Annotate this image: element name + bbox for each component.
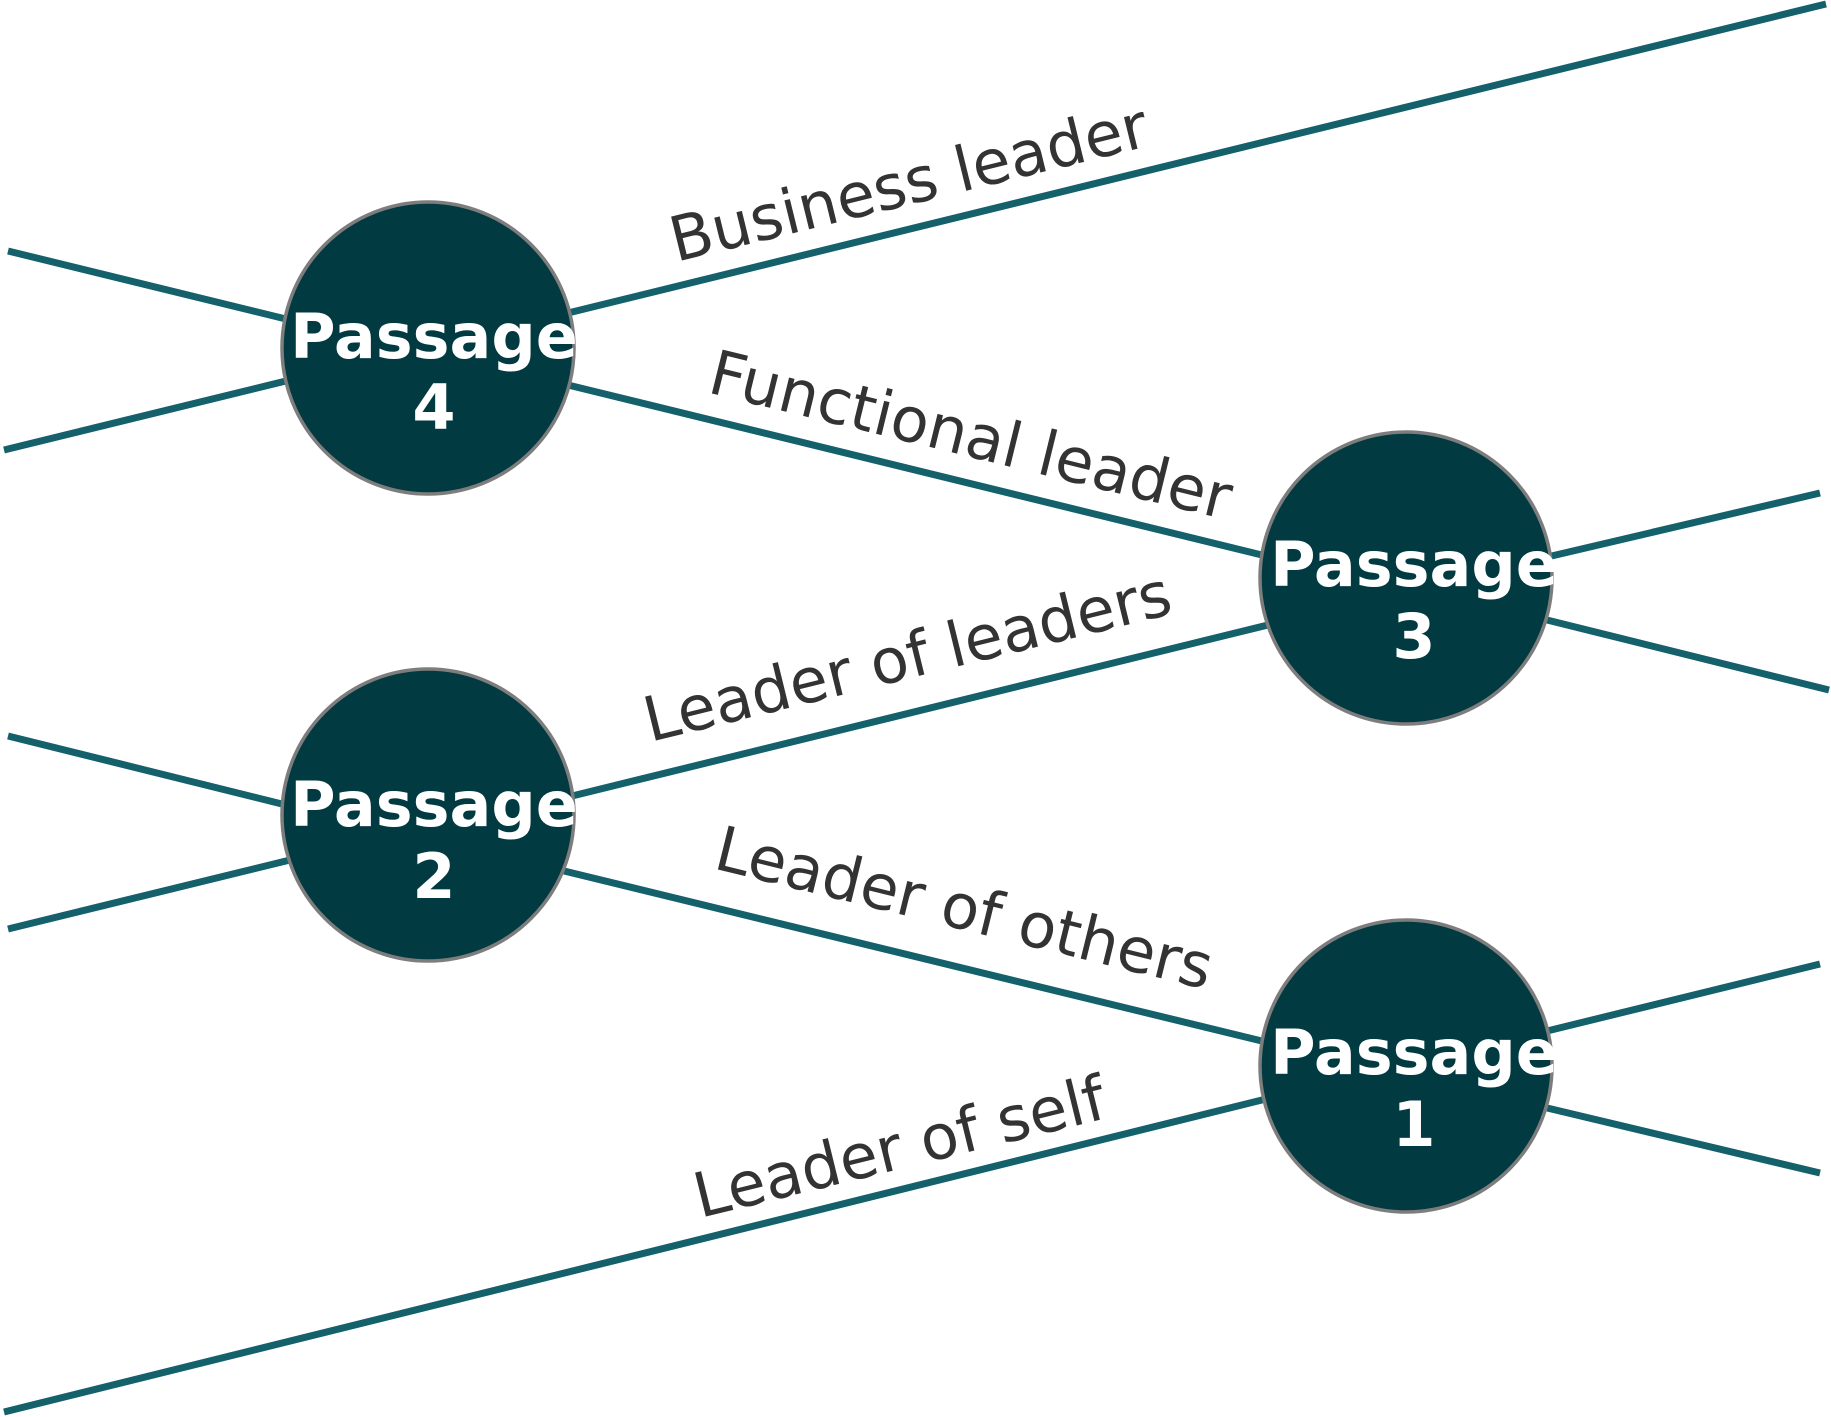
line-passage-4-left-lower [3,376,291,454]
line-passage-2-left-upper [7,732,291,810]
passage-node-2-number: 2 [412,840,455,913]
passage-node-3-word: Passage [1270,528,1558,601]
line-passage-1-right-lower [1542,1103,1821,1177]
passage-node-1-word: Passage [1270,1016,1558,1089]
passage-node-3-circle [1258,430,1554,726]
line-leader-of-leaders [567,619,1277,801]
passage-node-4: Passage 4 [280,200,578,496]
stage-labels: Business leader Functional leader Leader… [636,89,1240,1233]
connector-lines [3,0,1830,1416]
passage-node-2: Passage 2 [280,667,578,963]
passage-node-1-number: 1 [1392,1088,1435,1161]
line-leader-of-others [559,866,1271,1047]
stage-label-leader-of-self: Leader of self [686,1061,1115,1233]
line-passage-2-left-lower [7,856,291,933]
line-business-leader [567,0,1827,317]
line-passage-3-right-upper [1542,489,1821,562]
passage-node-4-circle [280,200,576,496]
line-passage-4-left-upper [7,247,291,324]
line-leader-of-self [3,1094,1271,1416]
passage-node-1: Passage 1 [1258,918,1558,1214]
passage-node-4-word: Passage [290,300,578,373]
stage-label-business-leader: Business leader [662,89,1155,277]
passage-node-3: Passage 3 [1258,430,1558,726]
passage-node-2-word: Passage [290,768,578,841]
line-passage-1-right-upper [1542,960,1821,1036]
passage-node-1-circle [1258,918,1554,1214]
line-passage-3-right-lower [1542,615,1830,694]
stage-label-leader-of-leaders: Leader of leaders [636,557,1178,757]
stage-label-leader-of-others: Leader of others [708,812,1220,1004]
passage-node-4-number: 4 [412,371,455,444]
passage-node-3-number: 3 [1392,600,1435,673]
passage-node-2-circle [280,667,576,963]
line-functional-leader [567,381,1271,561]
